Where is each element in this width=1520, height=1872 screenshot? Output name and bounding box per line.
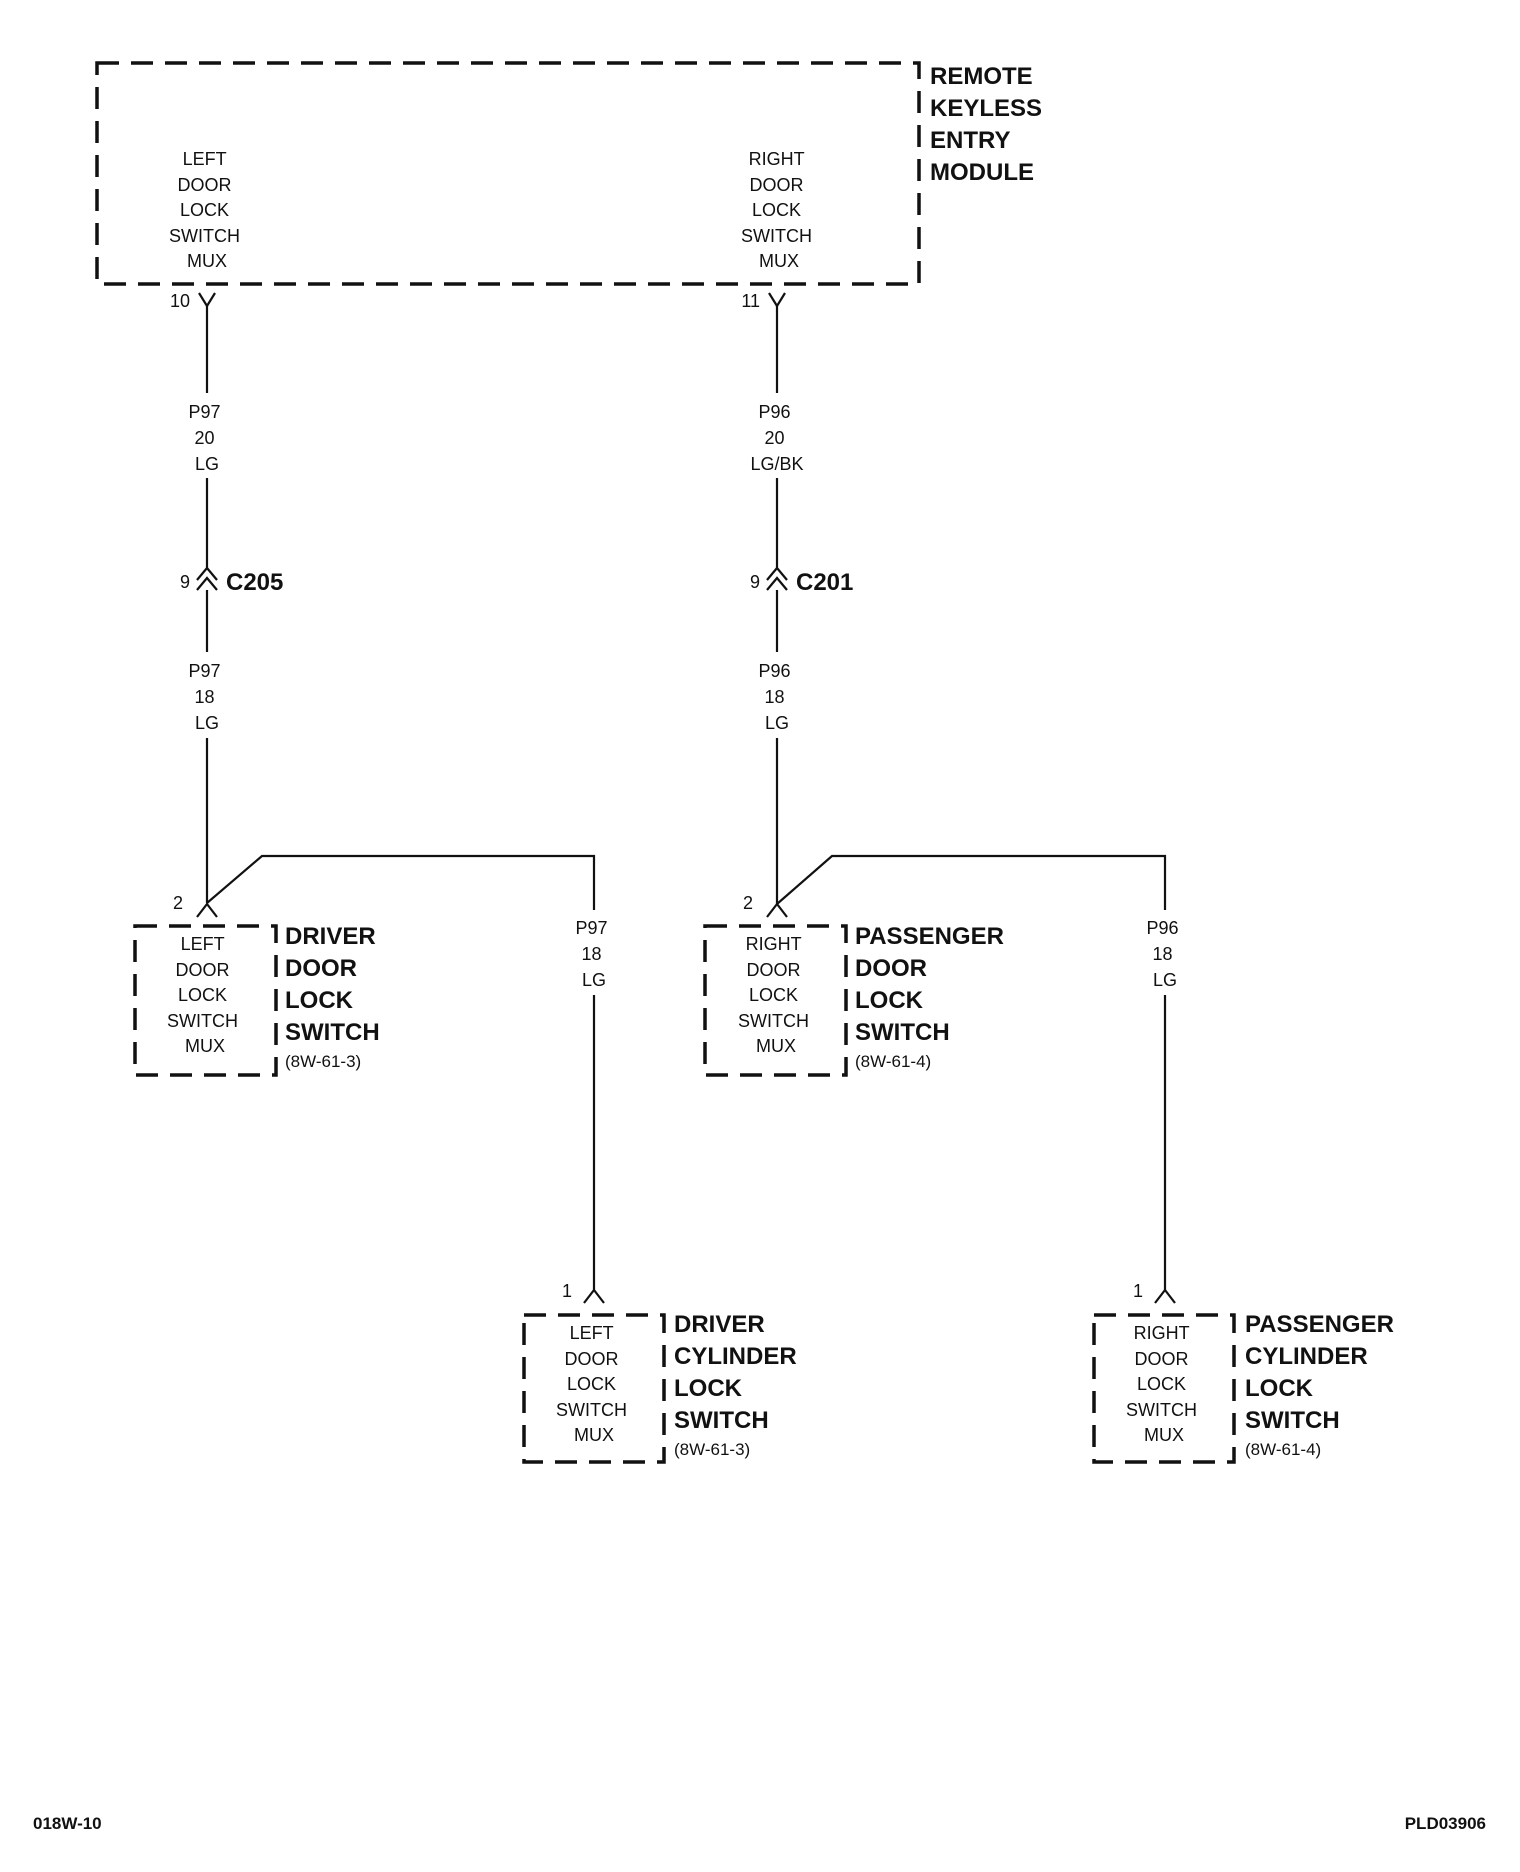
driver-door-function: LEFT DOOR LOCK SWITCH MUX (167, 934, 243, 1056)
driver-door-title: DRIVER DOOR LOCK SWITCH (285, 923, 382, 1046)
wire-label-left-lower: P97 18 LG (188, 661, 225, 733)
wire-label-right-lower: P96 18 LG (758, 661, 795, 733)
page-code: 018W-10 (33, 1814, 102, 1833)
pin-fork-11 (768, 292, 786, 309)
pin-caret (766, 902, 788, 918)
connector-c201-pin: 9 (750, 572, 760, 592)
wire-left-branch-a (206, 854, 596, 910)
wire-label-left-branch: P97 18 LG (575, 918, 612, 990)
wire-right-branch-a (776, 854, 1167, 910)
passenger-door-dashed-outline (703, 924, 848, 1077)
driver-cylinder-function: LEFT DOOR LOCK SWITCH MUX (556, 1323, 632, 1445)
pin-caret (583, 1288, 605, 1304)
passenger-door-lock-switch: 2 RIGHT DOOR LOCK SWITCH MUX PASSENGER D… (703, 893, 1011, 1077)
wire-label-right-branch: P96 18 LG (1146, 918, 1183, 990)
connector-chevron-upper (766, 566, 788, 581)
passenger-door-title: PASSENGER DOOR LOCK SWITCH (855, 923, 1011, 1046)
module-right-function: RIGHT DOOR LOCK SWITCH MUX (741, 149, 817, 271)
module-dashed-outline (95, 61, 921, 286)
wire-label-right-upper: P96 20 LG/BK (750, 402, 803, 474)
passenger-cylinder-dashed-outline (1092, 1313, 1236, 1464)
connector-chevron-lower (766, 576, 788, 591)
module-left-function: LEFT DOOR LOCK SWITCH MUX (169, 149, 245, 271)
pin-caret (196, 902, 218, 918)
connector-c201: 9 C201 (750, 566, 853, 596)
pin-fork-10 (198, 292, 216, 309)
connector-c205-pin: 9 (180, 572, 190, 592)
module-pin-10: 10 (170, 291, 190, 311)
driver-door-lock-switch: 2 LEFT DOOR LOCK SWITCH MUX DRIVER DOOR … (133, 893, 382, 1077)
remote-keyless-entry-module: LEFT DOOR LOCK SWITCH MUX RIGHT DOOR LOC… (95, 61, 1049, 286)
passenger-cylinder-pin: 1 (1133, 1281, 1143, 1301)
driver-cylinder-ref: (8W-61-3) (674, 1440, 750, 1459)
passenger-cylinder-function: RIGHT DOOR LOCK SWITCH MUX (1126, 1323, 1202, 1445)
left-circuit: 10 P97 20 LG 9 C205 P97 18 LG P97 18 LG (170, 291, 612, 1290)
driver-cylinder-dashed-outline (522, 1313, 666, 1464)
driver-cylinder-title: DRIVER CYLINDER LOCK SWITCH (674, 1311, 803, 1434)
passenger-door-function: RIGHT DOOR LOCK SWITCH MUX (738, 934, 814, 1056)
right-circuit: 11 P96 20 LG/BK 9 C201 P96 18 LG P96 18 … (741, 291, 1183, 1290)
module-title: REMOTE KEYLESS ENTRY MODULE (930, 63, 1049, 186)
passenger-cylinder-ref: (8W-61-4) (1245, 1440, 1321, 1459)
passenger-door-pin: 2 (743, 893, 753, 913)
passenger-cylinder-title: PASSENGER CYLINDER LOCK SWITCH (1245, 1311, 1401, 1434)
passenger-door-ref: (8W-61-4) (855, 1052, 931, 1071)
connector-c201-name: C201 (796, 569, 853, 596)
passenger-cylinder-lock-switch: 1 RIGHT DOOR LOCK SWITCH MUX PASSENGER C… (1092, 1281, 1401, 1464)
wire-label-left-upper: P97 20 LG (188, 402, 225, 474)
connector-c205-name: C205 (226, 569, 283, 596)
connector-c205: 9 C205 (180, 566, 283, 596)
driver-door-dashed-outline (133, 924, 278, 1077)
driver-cylinder-lock-switch: 1 LEFT DOOR LOCK SWITCH MUX DRIVER CYLIN… (522, 1281, 803, 1464)
connector-chevron-upper (196, 566, 218, 581)
drawing-number: PLD03906 (1405, 1814, 1486, 1833)
connector-chevron-lower (196, 576, 218, 591)
driver-cylinder-pin: 1 (562, 1281, 572, 1301)
driver-door-pin: 2 (173, 893, 183, 913)
driver-door-ref: (8W-61-3) (285, 1052, 361, 1071)
module-pin-11: 11 (741, 291, 760, 311)
pin-caret (1154, 1288, 1176, 1304)
